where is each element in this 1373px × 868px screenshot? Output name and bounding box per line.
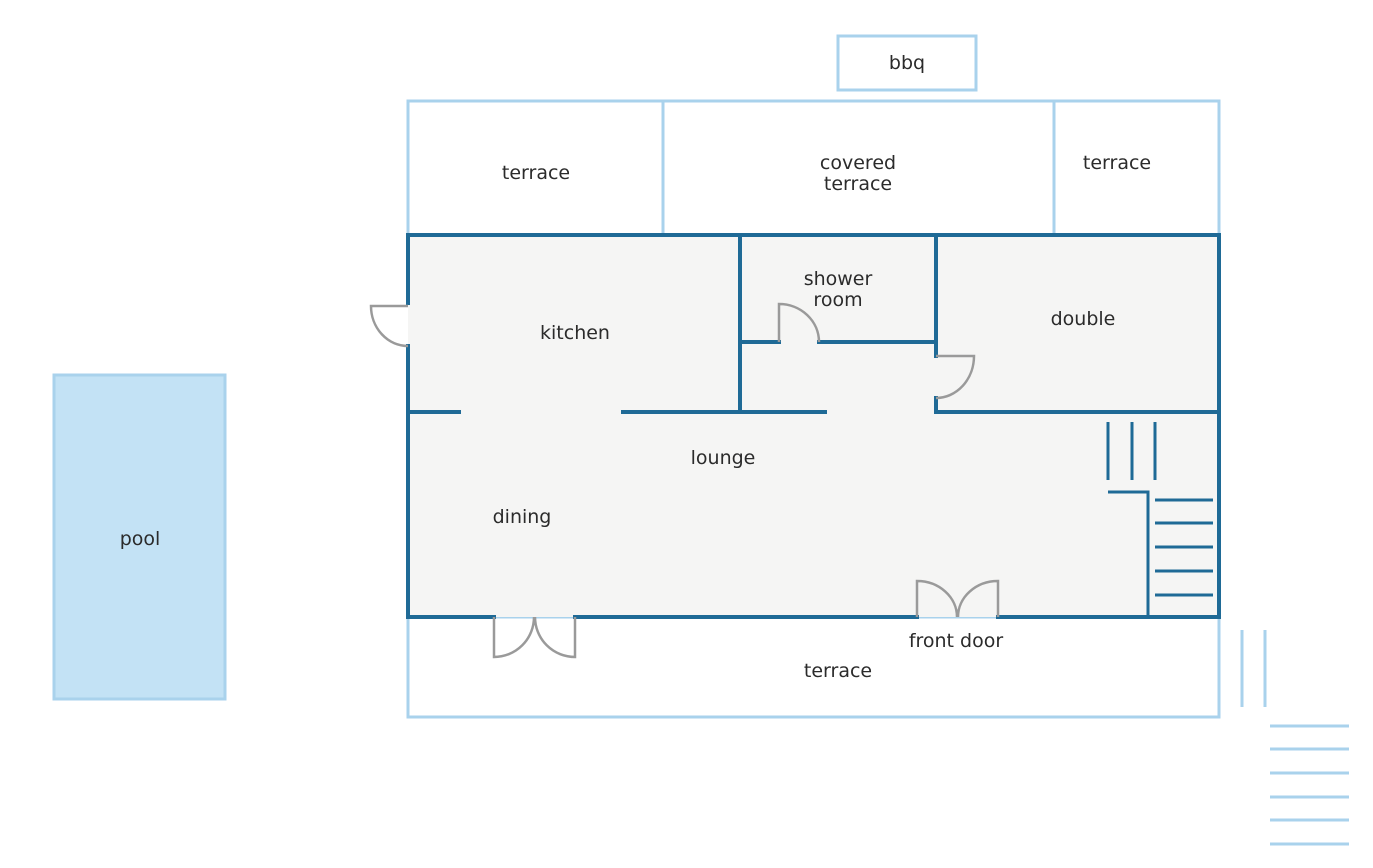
staircase bbox=[1106, 422, 1213, 617]
shower-room-label-line1: shower bbox=[804, 268, 873, 290]
pool-label: pool bbox=[120, 528, 161, 550]
kitchen-label: kitchen bbox=[540, 322, 610, 344]
covered-terrace-label-line1: covered bbox=[820, 152, 896, 174]
front-door-label: front door bbox=[909, 630, 1004, 652]
lounge-label: lounge bbox=[691, 447, 756, 469]
bbq-area bbox=[836, 34, 978, 92]
kitchen-side-door bbox=[369, 304, 409, 348]
pool-area bbox=[52, 373, 227, 701]
interior-floor bbox=[408, 235, 1219, 617]
outside-steps bbox=[1240, 630, 1349, 846]
dining-double-door bbox=[492, 616, 577, 659]
shower-room-door bbox=[777, 302, 821, 343]
terrace-right-label: terrace bbox=[1083, 152, 1151, 174]
terrace-bottom-label: terrace bbox=[804, 660, 872, 682]
terrace-left-label: terrace bbox=[502, 162, 570, 184]
front-double-door bbox=[915, 579, 1000, 618]
double-bedroom-door bbox=[935, 354, 976, 400]
bbq-label: bbq bbox=[889, 52, 925, 74]
double-label: double bbox=[1051, 308, 1116, 330]
covered-terrace-label-line2: terrace bbox=[824, 173, 892, 195]
shower-room-label-line2: room bbox=[813, 289, 862, 311]
dining-label: dining bbox=[493, 506, 552, 528]
